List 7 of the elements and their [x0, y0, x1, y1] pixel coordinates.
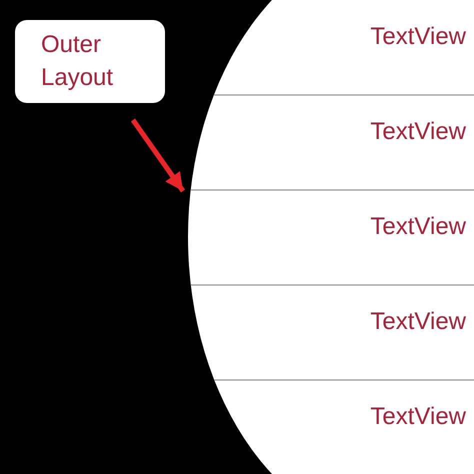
text-label: TextView [370, 22, 466, 52]
text-label: TextView [370, 307, 466, 337]
text-label: TextView [370, 402, 466, 432]
text-label: TextView [370, 117, 466, 147]
text-label: TextView [370, 212, 466, 242]
callout-box: Outer Layout [15, 20, 165, 103]
arrow [130, 118, 186, 192]
